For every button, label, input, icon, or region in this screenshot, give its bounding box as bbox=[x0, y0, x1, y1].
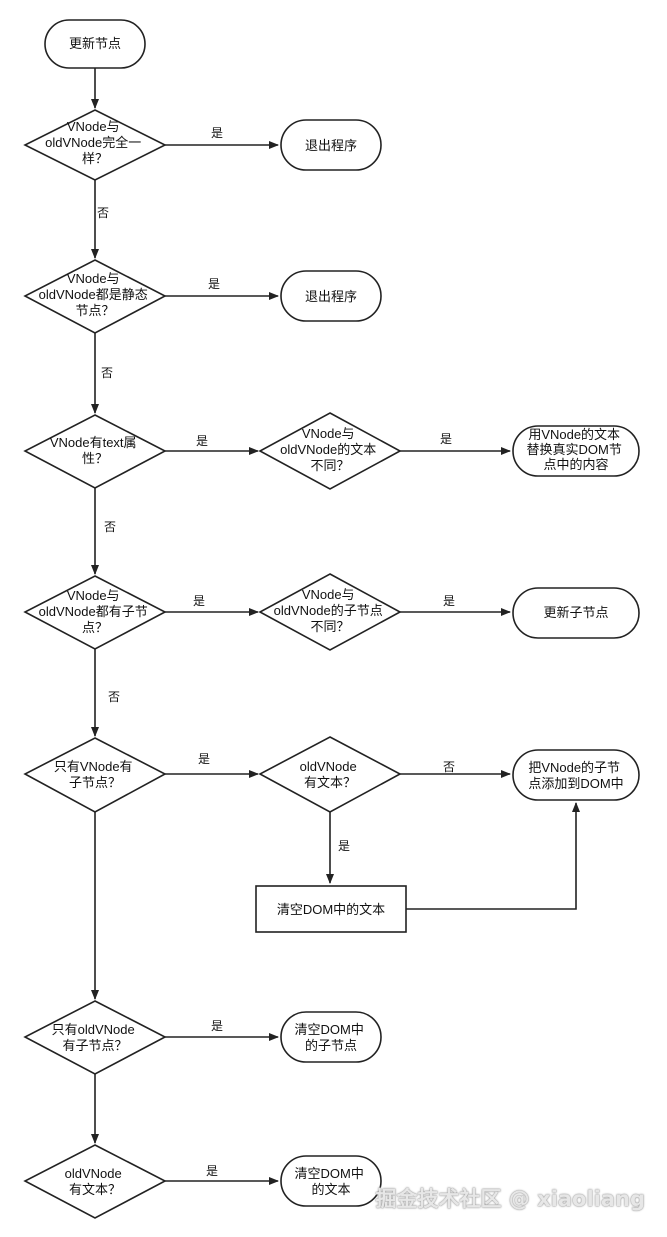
decision-old-has-text-label: oldVNode 有文本？ bbox=[300, 759, 361, 790]
clear-text-1-label: 清空DOM中的文本 bbox=[277, 902, 385, 917]
decision-only-new-children-label: 只有VNode有 子节点？ bbox=[54, 759, 136, 790]
replace-text-label: 用VNode的文本 替换真实DOM节 点中的内容 bbox=[527, 427, 626, 472]
decision-node-only-old-children bbox=[23, 1000, 167, 1075]
clear-text-node-1 bbox=[255, 885, 407, 933]
edge-label-yes: 是 bbox=[198, 752, 210, 766]
decision-node-old-has-text bbox=[258, 736, 402, 813]
edge-label-yes: 是 bbox=[196, 434, 208, 448]
clear-children-label: 清空DOM中 的子节点 bbox=[295, 1022, 368, 1053]
edge-clear-text-1-to-add-children bbox=[406, 802, 580, 910]
clear-text-node-2 bbox=[280, 1155, 382, 1207]
update-children-node bbox=[512, 587, 640, 639]
edge-label-yes: 是 bbox=[206, 1164, 218, 1178]
edge-label-yes: 是 bbox=[211, 126, 223, 140]
clear-children-node bbox=[280, 1011, 382, 1063]
exit-node-2 bbox=[280, 270, 382, 322]
edge-label-no: 否 bbox=[97, 206, 109, 220]
decision-both-children-label: VNode与 oldVNode都有子节 点？ bbox=[39, 588, 152, 635]
edge-label-yes: 是 bbox=[440, 432, 452, 446]
decision-old-text-2-label: oldVNode 有文本？ bbox=[65, 1166, 126, 1197]
decision-text-diff-label: VNode与 oldVNode的文本 不同？ bbox=[280, 426, 380, 473]
start-node-label: 更新节点 bbox=[69, 36, 121, 51]
exit-node-2-label: 退出程序 bbox=[305, 289, 357, 304]
watermark: 掘金技术社区 @ xiaoliang bbox=[375, 1187, 645, 1211]
decision-node-static bbox=[23, 259, 167, 334]
edge-label-no: 否 bbox=[443, 760, 455, 774]
edge-label-no: 否 bbox=[101, 366, 113, 380]
update-children-label: 更新子节点 bbox=[543, 605, 608, 620]
edge-label-yes: 是 bbox=[443, 594, 455, 608]
start-node bbox=[44, 19, 146, 69]
edge-label-yes: 是 bbox=[338, 839, 350, 853]
decision-text-label: VNode有text属 性？ bbox=[50, 435, 140, 466]
decision-node-children-diff bbox=[258, 573, 402, 651]
add-children-label: 把VNode的子节 点添加到DOM中 bbox=[528, 760, 623, 791]
decision-same-label: VNode与 oldVNode完全一 样？ bbox=[45, 119, 145, 166]
decision-node-only-new-children bbox=[23, 737, 167, 813]
exit-node-1 bbox=[280, 119, 382, 171]
decision-only-old-children-label: 只有oldVNode 有子节点？ bbox=[52, 1022, 139, 1053]
edge-label-yes: 是 bbox=[211, 1019, 223, 1033]
edge-label-yes: 是 bbox=[193, 594, 205, 608]
decision-node-both-children bbox=[23, 575, 167, 650]
replace-text-node bbox=[512, 425, 640, 477]
decision-children-diff-label: VNode与 oldVNode的子节点 不同？ bbox=[274, 587, 387, 634]
decision-static-label: VNode与 oldVNode都是静态 节点？ bbox=[39, 271, 152, 318]
add-children-node bbox=[512, 749, 640, 801]
decision-node-old-text-2 bbox=[23, 1144, 167, 1219]
decision-node-same bbox=[23, 109, 167, 181]
decision-node-text bbox=[23, 414, 167, 489]
edge-label-no: 否 bbox=[104, 520, 116, 534]
edge-label-yes: 是 bbox=[208, 277, 220, 291]
edge-label-no: 否 bbox=[108, 690, 120, 704]
decision-node-text-diff bbox=[258, 412, 402, 490]
clear-text-2-label: 清空DOM中 的文本 bbox=[295, 1166, 368, 1197]
exit-node-1-label: 退出程序 bbox=[305, 138, 357, 153]
